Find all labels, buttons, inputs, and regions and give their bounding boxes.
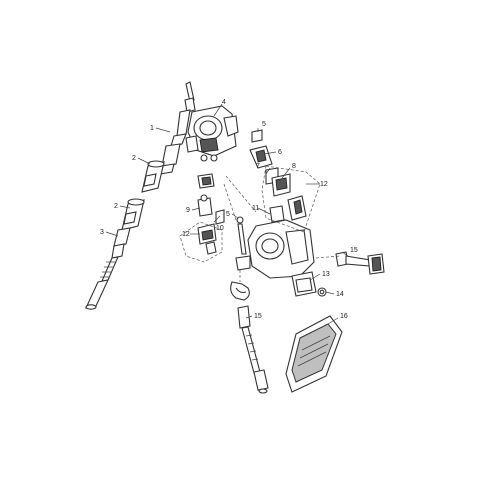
nut [317, 287, 327, 297]
connection-lines [223, 175, 341, 282]
callout-5-center: 5 [226, 211, 230, 218]
callout-15-center: 15 [254, 313, 262, 320]
callout-4: 4 [222, 99, 226, 106]
callout-13: 13 [322, 271, 330, 278]
callout-2-lower: 2 [114, 203, 118, 210]
speedometer-cable [237, 305, 269, 394]
callout-2-upper: 2 [132, 155, 136, 162]
callout-1: 1 [150, 125, 154, 132]
leader-lines [105, 103, 349, 325]
callout-3: 3 [100, 229, 104, 236]
throttle-cable-assembly [85, 81, 196, 310]
callout-16: 16 [340, 313, 348, 320]
oxygen-sensor [335, 251, 385, 275]
callout-labels: 1 2 2 3 4 5 5 6 7 8 9 10 11 12 12 13 14 … [100, 99, 358, 320]
callout-12-right: 12 [320, 181, 328, 188]
throttle-body [185, 105, 239, 162]
callout-5-top: 5 [262, 121, 266, 128]
sensor-bracket [291, 271, 317, 297]
ecu-unit [285, 315, 343, 393]
right-sensor-group [249, 129, 321, 233]
callout-8: 8 [292, 163, 296, 170]
callout-9: 9 [186, 207, 190, 214]
callout-15-right: 15 [350, 247, 358, 254]
throttle-position-sensor [197, 173, 215, 189]
callout-12-left: 12 [182, 231, 190, 238]
callout-6: 6 [278, 149, 282, 156]
callout-11: 11 [252, 205, 259, 212]
manifold-hose [230, 281, 250, 301]
callout-7: 7 [256, 163, 260, 170]
fuel-pipe [235, 216, 251, 271]
callout-14: 14 [336, 291, 344, 298]
callout-10: 10 [216, 225, 224, 232]
